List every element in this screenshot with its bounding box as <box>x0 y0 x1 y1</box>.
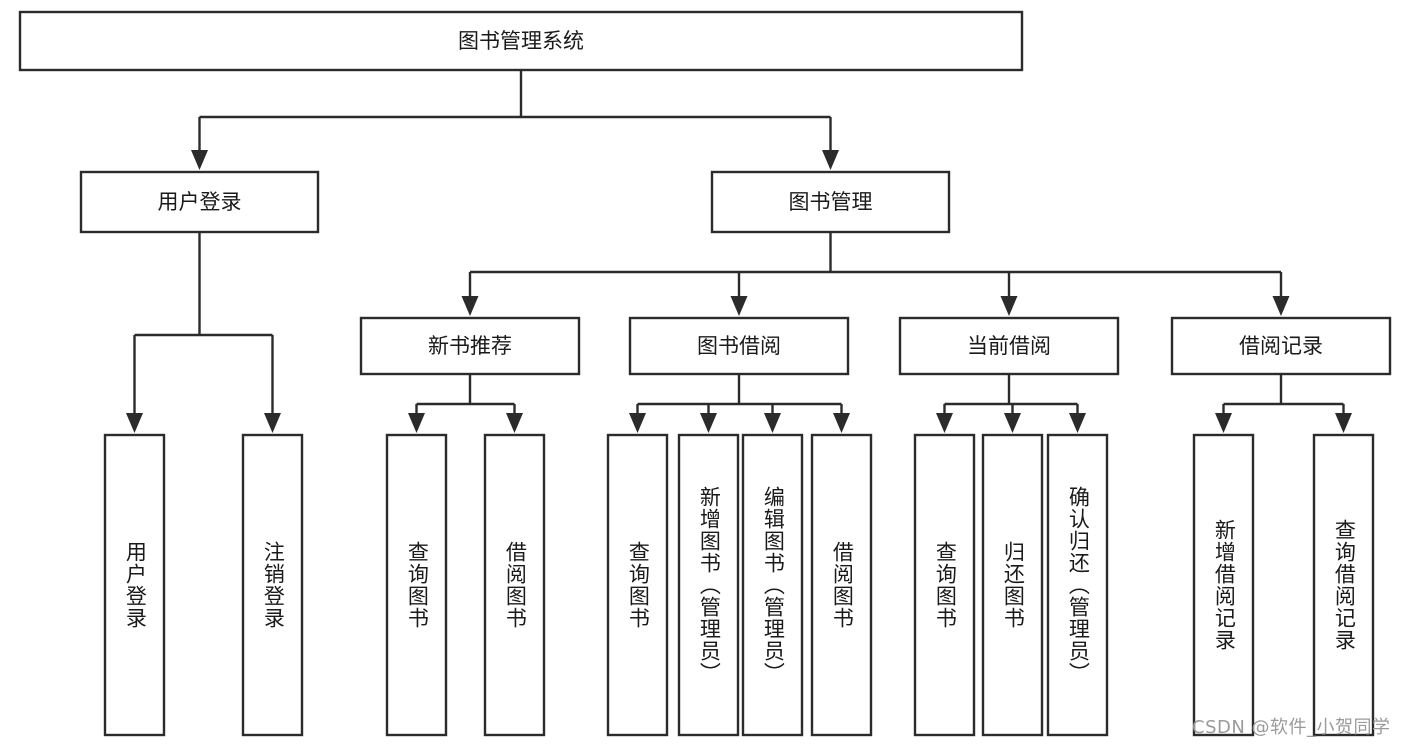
node-box-leaf-add-book <box>677 433 740 737</box>
connectors-layer <box>126 70 1352 433</box>
node-label-new-book-recommend: 新书推荐 <box>428 334 512 358</box>
node-box-leaf-edit-book <box>741 433 804 737</box>
node-leaf-user-logout[interactable] <box>241 433 304 737</box>
node-label-root: 图书管理系统 <box>458 29 584 53</box>
arrow-to-leaf-add-book <box>700 413 717 433</box>
node-box-book-borrow <box>628 316 850 376</box>
node-label-book-manage: 图书管理 <box>789 190 873 214</box>
node-label-user-login: 用户登录 <box>158 190 242 214</box>
node-box-leaf-borrow-book-2 <box>810 433 873 737</box>
arrow-to-leaf-user-login <box>126 413 143 433</box>
node-leaf-return-book[interactable] <box>981 433 1044 737</box>
node-leaf-confirm-return[interactable] <box>1046 433 1109 737</box>
node-box-leaf-return-book <box>981 433 1044 737</box>
node-box-leaf-query-record <box>1312 433 1375 737</box>
node-leaf-borrow-book-2[interactable] <box>810 433 873 737</box>
node-label-current-borrow: 当前借阅 <box>967 334 1051 358</box>
arrow-to-leaf-borrow-book-2 <box>833 413 850 433</box>
csdn-watermark: CSDN @软件_小贺同学 <box>1192 717 1391 738</box>
node-book-borrow[interactable]: 图书借阅 <box>628 316 850 376</box>
node-leaf-query-book-1[interactable] <box>385 433 448 737</box>
arrow-to-book-manage <box>822 150 839 170</box>
arrow-to-leaf-user-logout <box>264 413 281 433</box>
arrow-to-current-borrow <box>1000 296 1018 316</box>
node-leaf-query-record[interactable] <box>1312 433 1375 737</box>
node-label-book-borrow: 图书借阅 <box>697 334 781 358</box>
node-leaf-add-record[interactable] <box>1192 433 1255 737</box>
arrow-to-leaf-query-book-3 <box>936 413 953 433</box>
arrow-to-book-borrow <box>730 296 748 316</box>
arrow-to-borrow-record <box>1272 296 1290 316</box>
node-box-borrow-record <box>1170 316 1392 376</box>
arrow-to-user-login <box>191 150 208 170</box>
node-box-leaf-query-book-2 <box>606 433 669 737</box>
node-box-new-book-recommend <box>359 316 581 376</box>
node-box-leaf-user-logout <box>241 433 304 737</box>
node-borrow-record[interactable]: 借阅记录 <box>1170 316 1392 376</box>
node-box-leaf-confirm-return <box>1046 433 1109 737</box>
node-new-book-recommend[interactable]: 新书推荐 <box>359 316 581 376</box>
node-leaf-user-login[interactable] <box>103 433 166 737</box>
node-leaf-query-book-2[interactable] <box>606 433 669 737</box>
node-box-leaf-query-book-1 <box>385 433 448 737</box>
node-box-user-login <box>79 170 320 234</box>
arrow-to-leaf-borrow-book-1 <box>506 413 523 433</box>
node-box-root <box>18 10 1024 72</box>
node-root[interactable]: 图书管理系统 <box>18 10 1024 72</box>
arrow-to-leaf-query-record <box>1335 413 1352 433</box>
arrow-to-leaf-query-book-1 <box>408 413 425 433</box>
node-label-borrow-record: 借阅记录 <box>1239 334 1323 358</box>
node-box-leaf-query-book-3 <box>913 433 976 737</box>
node-leaf-add-book[interactable] <box>677 433 740 737</box>
node-box-book-manage <box>710 170 951 234</box>
node-leaf-borrow-book-1[interactable] <box>483 433 546 737</box>
arrow-to-leaf-confirm-return <box>1069 413 1086 433</box>
node-current-borrow[interactable]: 当前借阅 <box>898 316 1120 376</box>
node-user-login[interactable]: 用户登录 <box>79 170 320 234</box>
node-box-current-borrow <box>898 316 1120 376</box>
node-box-leaf-user-login <box>103 433 166 737</box>
arrow-to-leaf-edit-book <box>764 413 781 433</box>
arrow-to-leaf-return-book <box>1004 413 1021 433</box>
arrow-to-leaf-add-record <box>1215 413 1232 433</box>
node-leaf-query-book-3[interactable] <box>913 433 976 737</box>
arrow-to-new-book-recommend <box>461 296 479 316</box>
node-book-manage[interactable]: 图书管理 <box>710 170 951 234</box>
node-box-leaf-borrow-book-1 <box>483 433 546 737</box>
arrow-to-leaf-query-book-2 <box>629 413 646 433</box>
node-box-leaf-add-record <box>1192 433 1255 737</box>
node-leaf-edit-book[interactable] <box>741 433 804 737</box>
